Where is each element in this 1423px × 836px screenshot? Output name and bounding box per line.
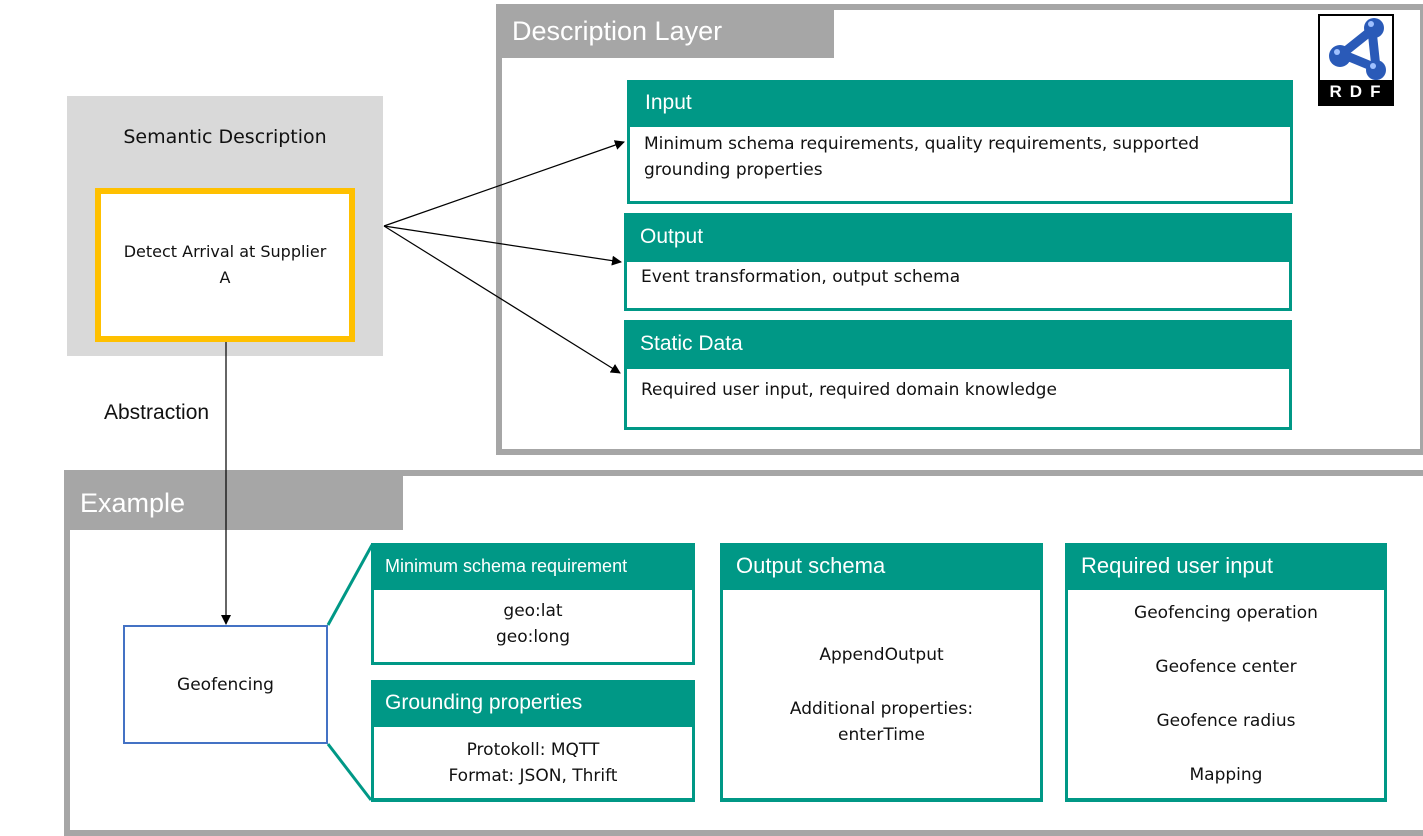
- rdf-logo-label: RDF: [1320, 80, 1392, 104]
- output-schema-line: Additional properties:: [789, 699, 974, 719]
- grounding-header-label: Grounding properties: [385, 691, 583, 714]
- output-schema-line: enterTime: [838, 725, 925, 745]
- input-body-text: Minimum schema requirements, quality req…: [644, 134, 1200, 180]
- user-input-header-label: Required user input: [1081, 553, 1274, 578]
- input-header-label: Input: [645, 91, 692, 114]
- detect-arrival-line2: A: [219, 268, 231, 287]
- user-input-line: Mapping: [1189, 765, 1263, 785]
- input-section-header: Input: [627, 80, 1293, 126]
- rdf-graph-icon: [1329, 18, 1386, 80]
- min-schema-body: geo:lat geo:long: [371, 587, 695, 665]
- min-schema-header-label: Minimum schema requirement: [385, 555, 628, 576]
- example-layer-tab: Example: [64, 476, 403, 530]
- geofencing-node[interactable]: Geofencing: [123, 625, 328, 744]
- output-schema-header: Output schema: [720, 543, 1043, 589]
- static-data-header-label: Static Data: [640, 332, 743, 355]
- static-data-section-header: Static Data: [624, 320, 1292, 368]
- min-schema-line: geo:long: [495, 627, 571, 647]
- user-input-body: Geofencing operation Geofence center Geo…: [1065, 587, 1387, 802]
- user-input-line: Geofence center: [1155, 657, 1297, 677]
- example-layer-title: Example: [80, 487, 186, 518]
- input-section-body: Minimum schema requirements, quality req…: [627, 124, 1293, 204]
- output-body-text: Event transformation, output schema: [641, 267, 961, 287]
- static-data-body-text: Required user input, required domain kno…: [641, 380, 1057, 400]
- user-input-line: Geofencing operation: [1134, 603, 1318, 623]
- grounding-header: Grounding properties: [371, 680, 695, 726]
- geofencing-label: Geofencing: [177, 674, 274, 695]
- detect-arrival-line1: Detect Arrival at Supplier: [123, 242, 327, 261]
- grounding-body: Protokoll: MQTT Format: JSON, Thrift: [371, 724, 695, 802]
- output-schema-header-label: Output schema: [736, 553, 886, 578]
- semantic-description-title: Semantic Description: [123, 126, 327, 148]
- abstraction-label: Abstraction: [104, 401, 210, 424]
- rdf-logo: RDF: [1318, 14, 1394, 106]
- output-schema-line: AppendOutput: [819, 645, 944, 665]
- output-section-header: Output: [624, 213, 1292, 261]
- min-schema-header: Minimum schema requirement: [371, 543, 695, 589]
- output-schema-body: AppendOutput Additional properties: ente…: [720, 587, 1043, 802]
- min-schema-line: geo:lat: [503, 601, 563, 621]
- user-input-header: Required user input: [1065, 543, 1387, 589]
- description-layer-tab: Description Layer: [496, 4, 834, 58]
- static-data-section-body: Required user input, required domain kno…: [624, 366, 1292, 430]
- description-layer-title: Description Layer: [512, 15, 723, 46]
- grounding-line: Protokoll: MQTT: [466, 740, 600, 760]
- output-section-body: Event transformation, output schema: [624, 259, 1292, 311]
- output-header-label: Output: [640, 225, 704, 248]
- grounding-line: Format: JSON, Thrift: [448, 766, 618, 786]
- user-input-line: Geofence radius: [1156, 711, 1296, 731]
- detect-arrival-node[interactable]: Detect Arrival at Supplier A: [95, 188, 355, 342]
